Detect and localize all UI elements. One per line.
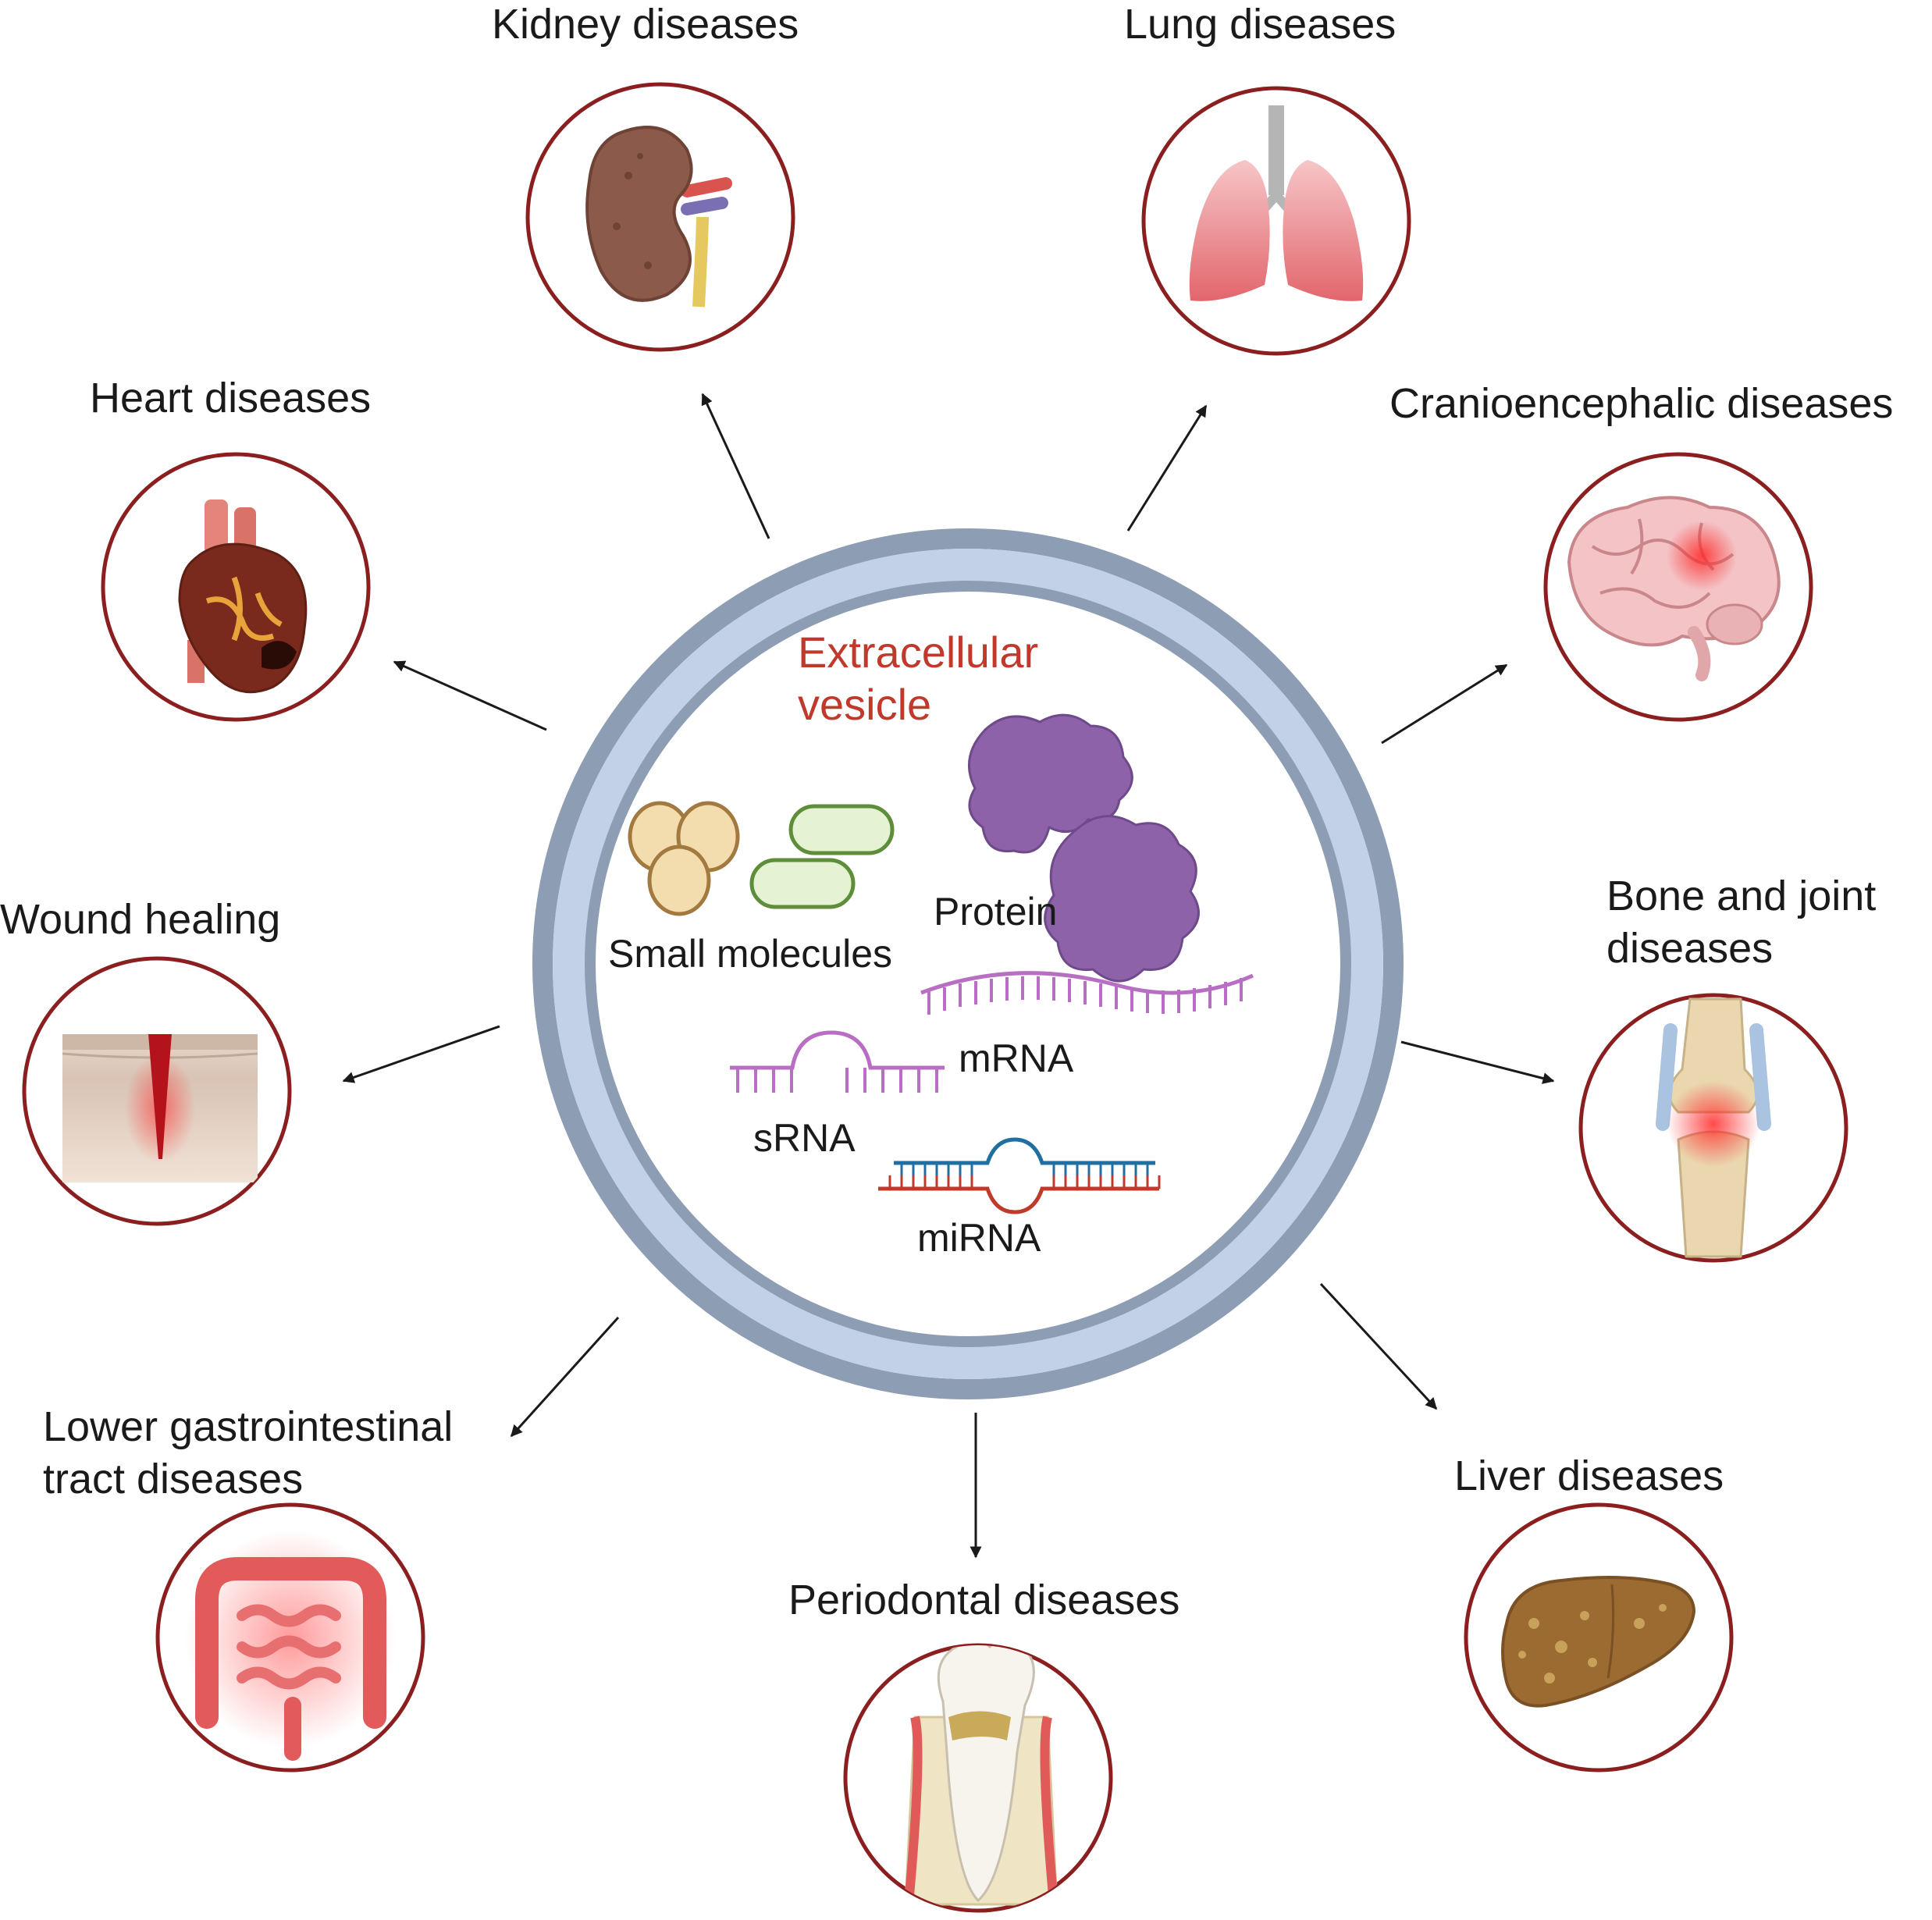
label-lung: Lung diseases bbox=[1124, 1, 1397, 48]
arrow-to-knee bbox=[1400, 1040, 1555, 1084]
arrow-to-gi bbox=[510, 1316, 620, 1438]
knee-joint-icon bbox=[1656, 997, 1771, 1258]
label-bone-line1: Bone and joint bbox=[1606, 873, 1877, 919]
arrow-to-kidney bbox=[701, 393, 770, 539]
wound-icon bbox=[62, 1034, 258, 1182]
label-mrna: mRNA bbox=[959, 1036, 1074, 1080]
arrow-to-wound bbox=[342, 1025, 500, 1083]
vesicle-title-line2: vesicle bbox=[798, 680, 932, 729]
label-gi-line2: tract diseases bbox=[43, 1456, 304, 1502]
label-srna: sRNA bbox=[753, 1116, 856, 1160]
knee-panel bbox=[1578, 993, 1848, 1263]
arrow-to-lung bbox=[1126, 404, 1208, 532]
label-periodontal: Periodontal diseases bbox=[788, 1577, 1180, 1623]
label-small-molecules: Small molecules bbox=[608, 932, 893, 976]
srna-icon bbox=[730, 1030, 945, 1093]
label-protein: Protein bbox=[934, 890, 1058, 933]
protein-icon bbox=[967, 713, 1200, 983]
label-liver: Liver diseases bbox=[1454, 1452, 1724, 1499]
kidney-panel bbox=[525, 82, 795, 352]
label-heart: Heart diseases bbox=[90, 375, 372, 421]
intestine-icon bbox=[185, 1530, 396, 1761]
gi-panel bbox=[155, 1502, 425, 1772]
liver-panel bbox=[1464, 1502, 1734, 1772]
extracellular-vesicle bbox=[532, 528, 1404, 1399]
tooth-icon bbox=[904, 1645, 1059, 1906]
mirna-icon bbox=[878, 1137, 1161, 1214]
liver-icon bbox=[1501, 1576, 1696, 1708]
brain-icon bbox=[1567, 496, 1781, 681]
lung-icon bbox=[1189, 105, 1364, 301]
label-wound: Wound healing bbox=[0, 896, 281, 943]
arrow-to-heart bbox=[393, 660, 547, 731]
label-gi-line1: Lower gastrointestinal bbox=[43, 1403, 454, 1450]
lung-panel bbox=[1141, 86, 1411, 356]
label-cranio: Cranioencephalic diseases bbox=[1389, 380, 1894, 427]
small-molecule-capsule-icon bbox=[749, 804, 895, 909]
label-bone-line2: diseases bbox=[1606, 925, 1774, 972]
mrna-icon bbox=[920, 971, 1254, 1015]
heart-panel bbox=[101, 452, 371, 722]
small-molecule-icon bbox=[628, 801, 740, 916]
heart-icon bbox=[178, 500, 308, 694]
arrows bbox=[342, 393, 1555, 1559]
arrow-to-brain bbox=[1381, 663, 1508, 745]
vesicle-title-line1: Extracellular bbox=[798, 628, 1039, 677]
tooth-panel bbox=[843, 1643, 1113, 1913]
arrow-to-liver bbox=[1319, 1282, 1438, 1410]
wound-panel bbox=[22, 956, 292, 1226]
label-kidney: Kidney diseases bbox=[492, 1, 799, 48]
kidney-icon bbox=[585, 126, 732, 308]
cranio-panel bbox=[1543, 452, 1813, 722]
label-mirna: miRNA bbox=[917, 1216, 1041, 1260]
